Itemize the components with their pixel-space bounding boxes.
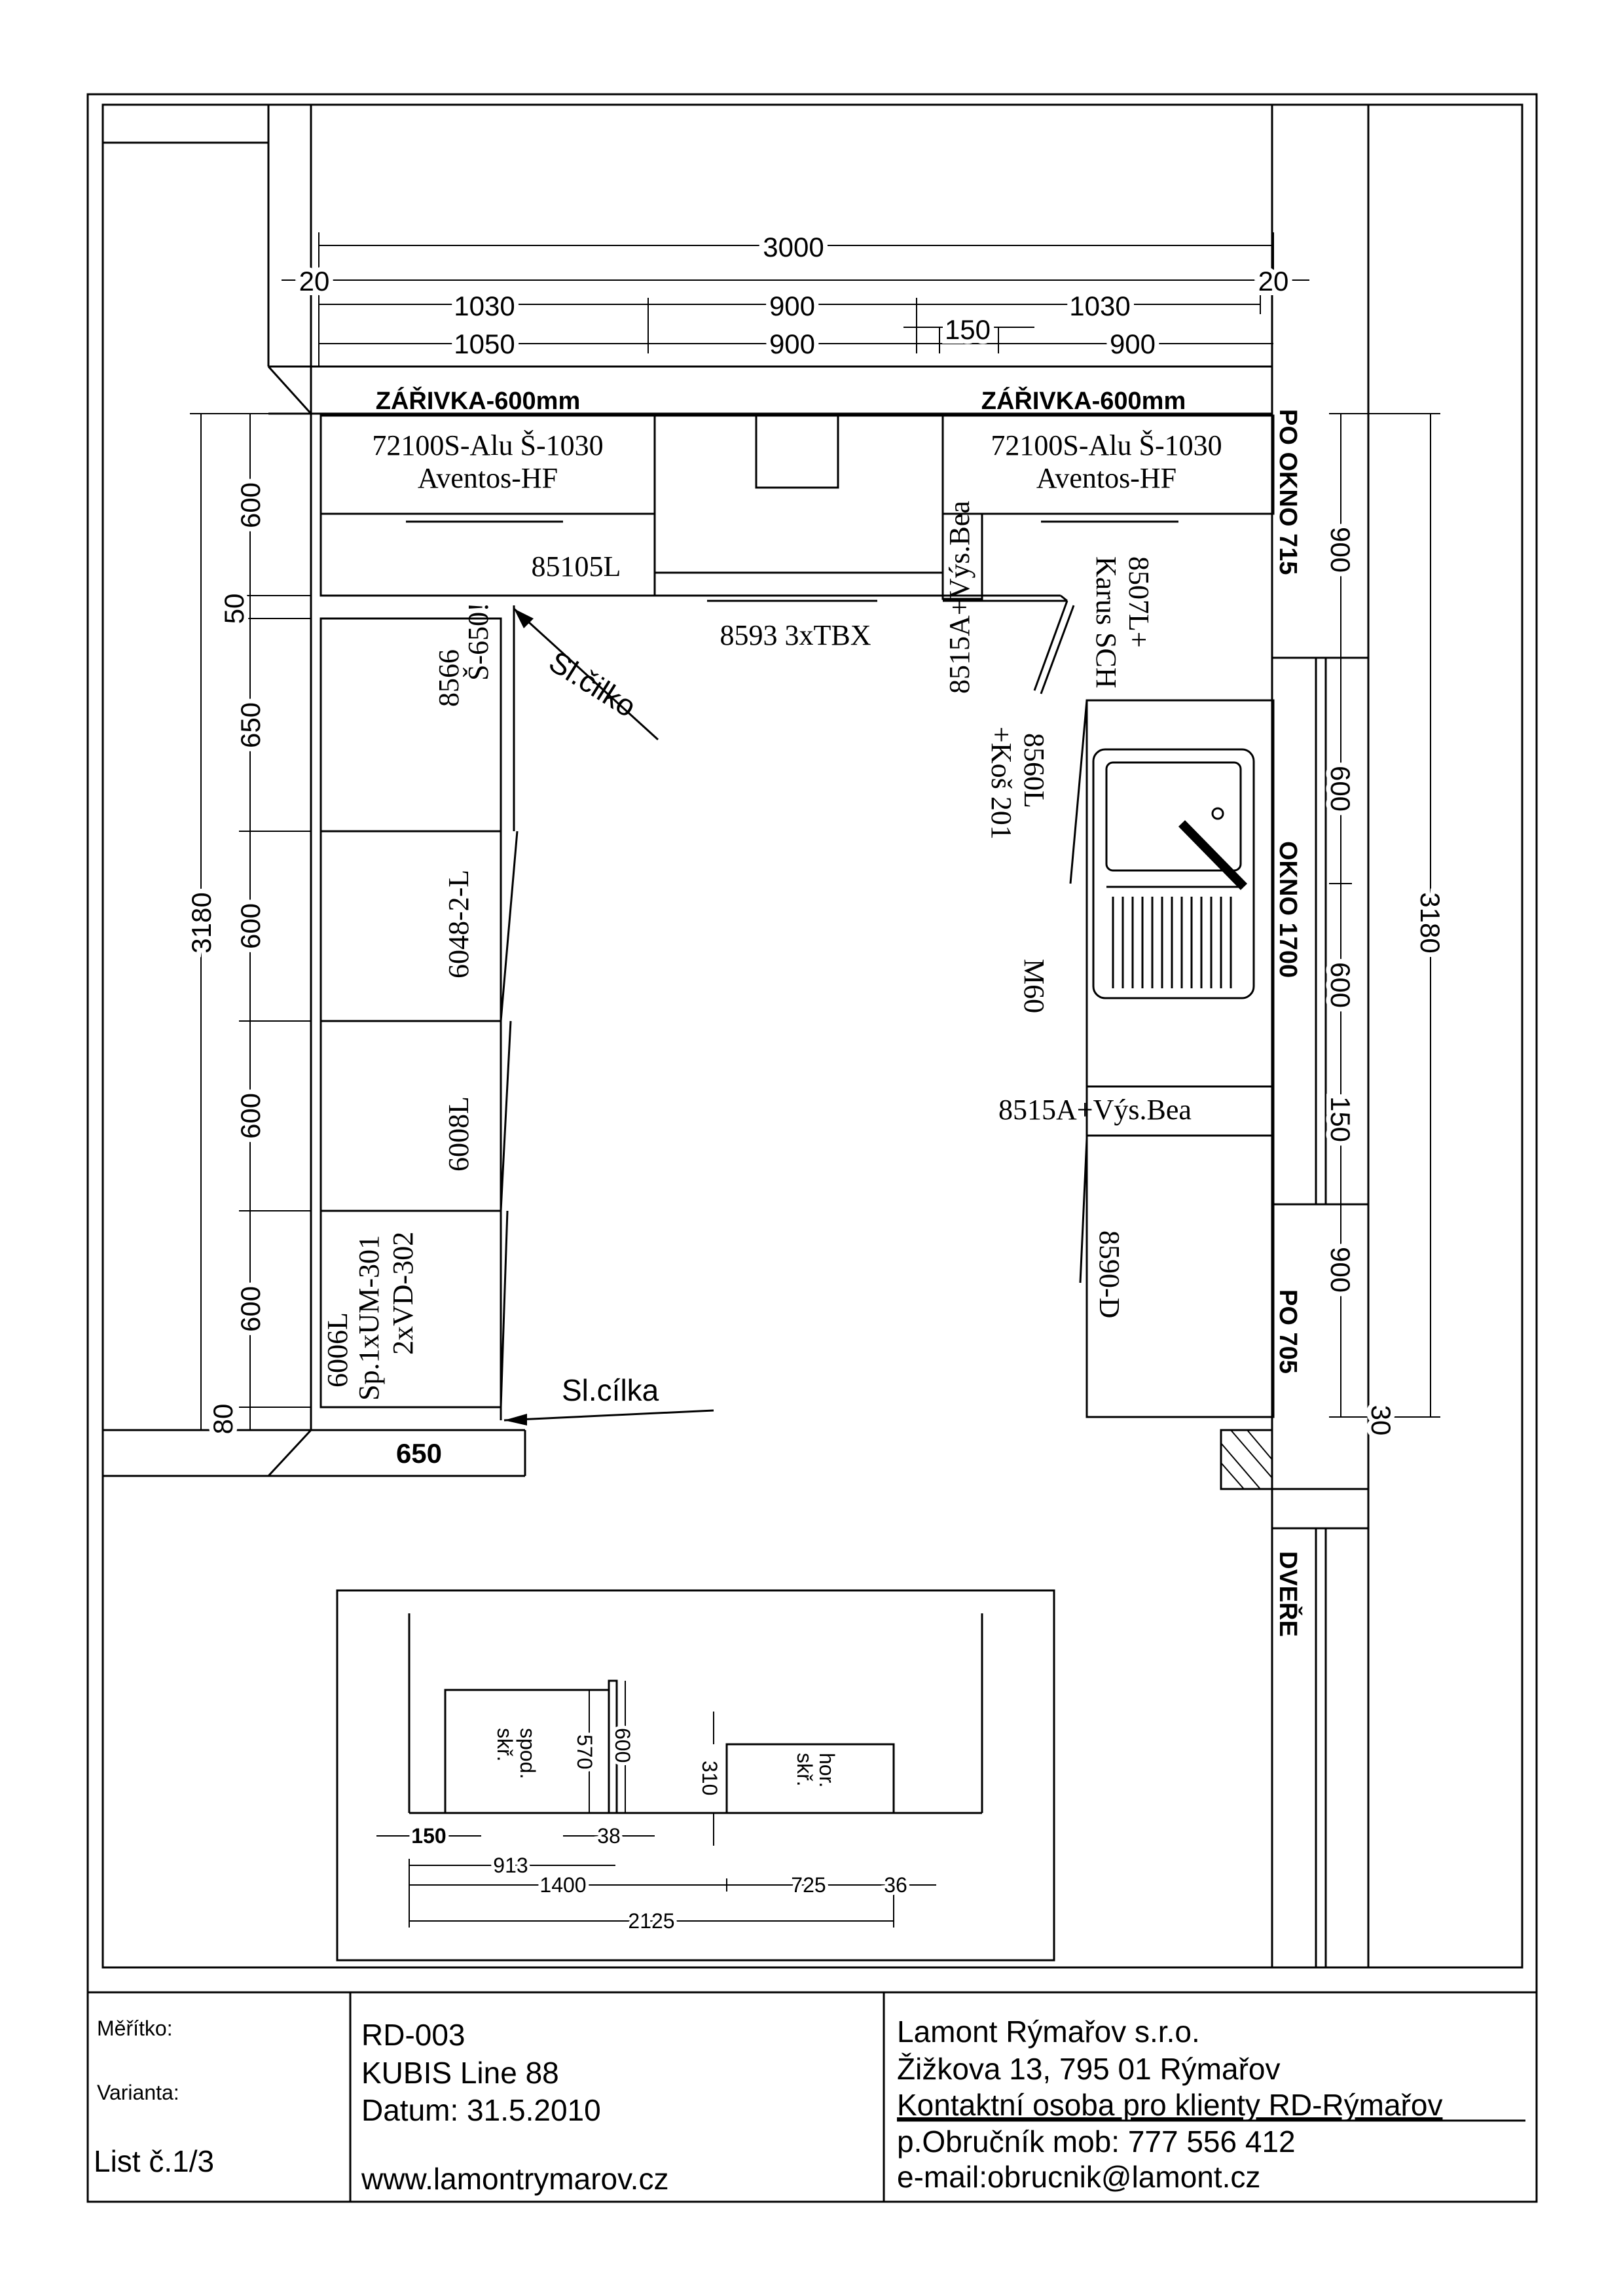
section-dim-310: 310	[698, 1761, 721, 1795]
contact-person: p.Obručník mob: 777 556 412	[897, 2125, 1296, 2159]
dim-top-lower-4: 900	[1110, 329, 1156, 359]
section-dim-600: 600	[611, 1728, 634, 1763]
label-light-right: ZÁŘIVKA-600mm	[981, 386, 1186, 415]
right-dimensions	[1329, 413, 1440, 1418]
label-8566-1: 8566	[433, 649, 465, 707]
label-8507L-2: Karus SCH	[1090, 556, 1122, 689]
scale-label: Měřítko:	[97, 2017, 173, 2040]
label-6006L-2: Sp.1xUM-301	[353, 1235, 385, 1401]
dim-right-seg-6: 30	[1366, 1405, 1396, 1436]
sheet-number: List č.1/3	[94, 2144, 214, 2178]
slcilka-arrow-icon	[503, 1409, 714, 1426]
sink-icon	[1092, 748, 1255, 999]
drawing-outer-frame	[86, 93, 1538, 2203]
dim-right-seg-3: 600	[1325, 962, 1356, 1008]
label-6006L-1: 6006L	[321, 1312, 354, 1388]
top-dimensions	[282, 232, 1309, 367]
label-8593: 8593 3xTBX	[720, 619, 871, 651]
website: www.lamontrymarov.cz	[361, 2162, 668, 2196]
label-slicko: Sl.čilko	[543, 644, 642, 723]
label-window-1700: OKNO 1700	[1274, 841, 1302, 978]
dim-top-upper-2: 900	[769, 291, 815, 321]
dim-left-seg-3: 650	[235, 702, 266, 748]
section-dim-36: 36	[884, 1873, 907, 1897]
dim-total-width: 3000	[763, 232, 824, 262]
product-line: KUBIS Line 88	[361, 2056, 559, 2090]
section-detail	[336, 1589, 1055, 1962]
label-upper-right-2: Aventos-HF	[1036, 462, 1176, 494]
slicko-arrow-icon	[513, 607, 659, 741]
label-8566-2: Š-650!	[462, 602, 494, 681]
left-dimensions	[190, 413, 311, 1431]
dim-top-upper-1: 1030	[454, 291, 515, 321]
section-dim-38: 38	[597, 1824, 621, 1848]
label-upper-left-2: Aventos-HF	[418, 462, 558, 494]
section-upper-label-2: skř.	[793, 1753, 816, 1787]
label-light-left: ZÁŘIVKA-600mm	[376, 386, 581, 415]
label-8507L-1: 8507L+	[1123, 556, 1155, 648]
walls	[103, 105, 1370, 1967]
date: Datum: 31.5.2010	[361, 2093, 601, 2127]
label-upper-right-1: 72100S-Alu Š-1030	[991, 429, 1222, 461]
label-door: DVEŘE	[1274, 1551, 1303, 1637]
section-dim-1400: 1400	[539, 1873, 586, 1897]
section-dim-2125: 2125	[628, 1909, 674, 1933]
dim-left-seg-6: 600	[235, 1286, 266, 1332]
section-dim-150: 150	[411, 1824, 446, 1848]
label-upper-left-1: 72100S-Alu Š-1030	[372, 429, 603, 461]
dim-left-seg-2: 50	[219, 594, 249, 624]
label-slcilka: Sl.cílka	[562, 1373, 659, 1407]
company-name: Lamont Rýmařov s.r.o.	[897, 2015, 1200, 2049]
dim-top-lower-1: 1050	[454, 329, 515, 359]
label-85105L: 85105L	[532, 550, 621, 583]
dim-right-seg-5: 900	[1325, 1247, 1356, 1293]
label-8515-right: 8515A+Výs.Bea	[998, 1094, 1192, 1126]
label-M60: M60	[1018, 959, 1050, 1013]
wall-column-hatch	[1220, 1429, 1273, 1490]
dim-left-seg-4: 600	[235, 903, 266, 949]
cabinets	[319, 414, 1275, 1420]
dim-left-seg-7: 80	[208, 1404, 238, 1435]
project-code: RD-003	[361, 2018, 465, 2052]
section-lower-label-1: spod.	[516, 1728, 539, 1779]
dim-bottom-depth: 650	[396, 1438, 442, 1469]
dim-right-seg-2: 600	[1325, 766, 1356, 812]
drawing-inner-frame	[101, 103, 1523, 1969]
title-block	[349, 1992, 885, 2202]
section-dimensions	[376, 1681, 936, 1928]
dim-right-gap: 20	[1258, 266, 1289, 296]
section-dim-913: 913	[493, 1854, 528, 1877]
contact-heading: Kontaktní osoba pro klienty RD-Rýmařov	[897, 2088, 1442, 2122]
label-window-po-705: PO 705	[1274, 1289, 1302, 1374]
section-dim-570: 570	[573, 1734, 596, 1769]
label-window-po-715: PO OKNO 715	[1274, 409, 1302, 575]
dim-top-upper-3: 1030	[1069, 291, 1130, 321]
label-6006L-3: 2xVD-302	[387, 1232, 419, 1355]
contact-email: e-mail:obrucnik@lamont.cz	[897, 2160, 1260, 2194]
dim-top-lower-2: 900	[769, 329, 815, 359]
label-8560L-2: +Koš 201	[985, 726, 1017, 840]
section-upper-label-1: hor.	[815, 1753, 839, 1787]
label-6048: 6048-2-L	[443, 870, 475, 978]
dim-left-seg-5: 600	[235, 1093, 266, 1139]
company-address: Žižkova 13, 795 01 Rýmařov	[897, 2052, 1281, 2086]
label-6008L: 6008L	[443, 1096, 475, 1172]
dim-right-seg-4: 150	[1325, 1096, 1356, 1142]
section-dim-725: 725	[791, 1873, 826, 1897]
dim-right-seg-1: 900	[1325, 527, 1356, 573]
label-8515-top: 8515A+Výs.Bea	[943, 501, 976, 694]
section-lower-label-2: skř.	[493, 1728, 517, 1762]
dim-left-seg-1: 600	[235, 482, 266, 528]
dim-left-gap: 20	[299, 266, 330, 296]
label-8590D: 8590-D	[1093, 1230, 1125, 1318]
dim-top-lower-3: 150	[945, 314, 991, 345]
variant-label: Varianta:	[97, 2081, 179, 2104]
label-8560L-1: 8560L	[1018, 733, 1050, 808]
dim-right-total: 3180	[1415, 892, 1446, 953]
dim-left-total: 3180	[186, 892, 217, 953]
